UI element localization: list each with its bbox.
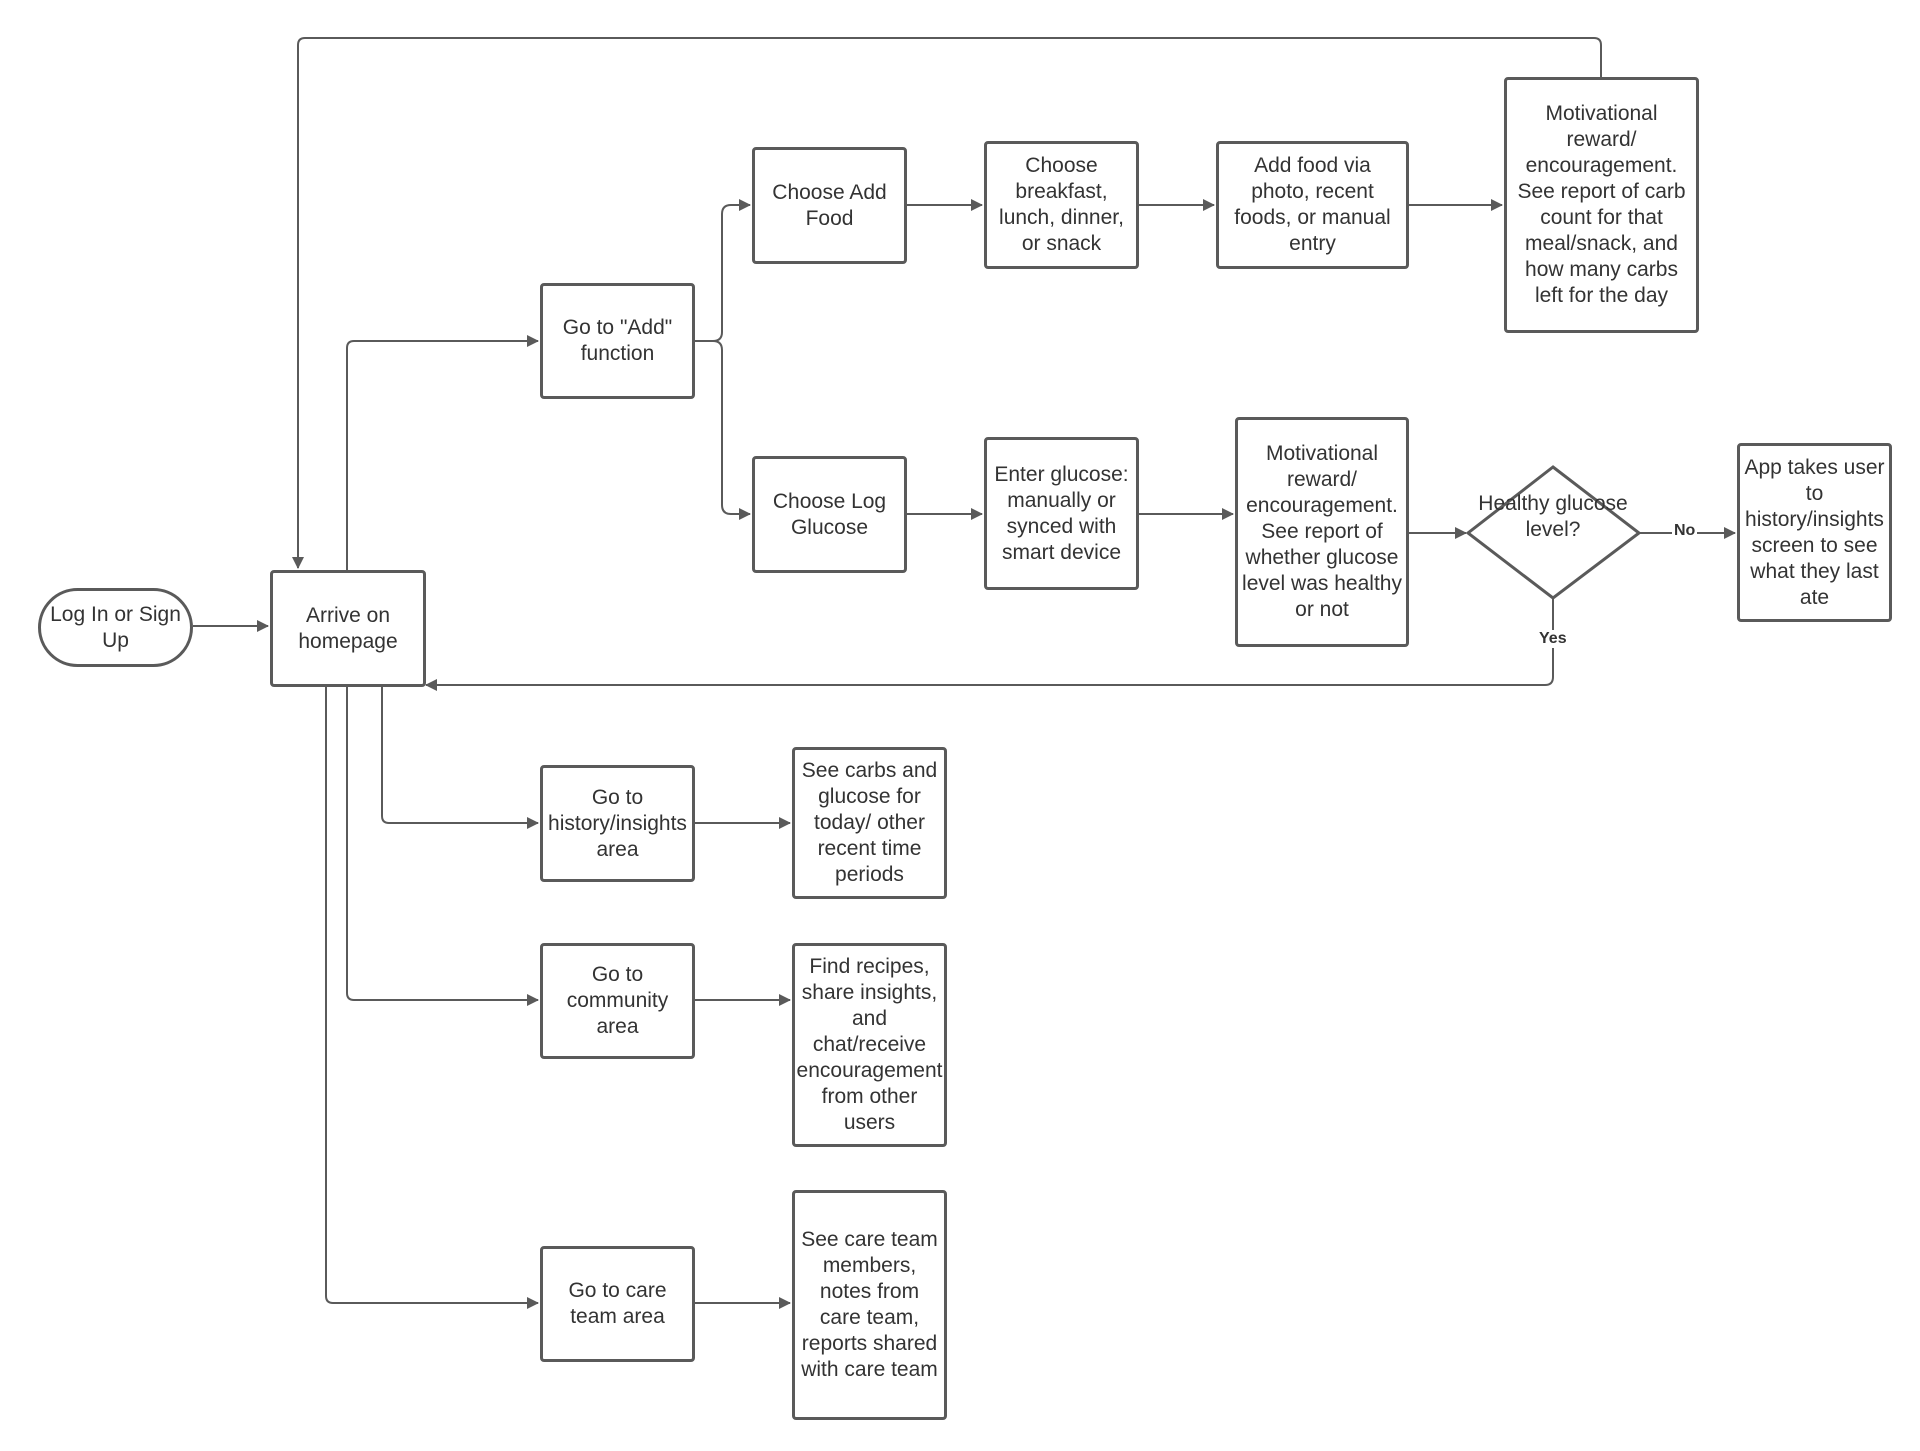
add-function-node: Go to "Add" function <box>540 283 695 399</box>
see-care-team-node: See care team members, notes from care t… <box>792 1190 947 1420</box>
homepage-node: Arrive on homepage <box>270 570 426 687</box>
edge-add-function-to-add-food <box>695 199 751 342</box>
log-glucose-node: Choose Log Glucose <box>752 456 907 573</box>
enter-glucose-node: Enter glucose: manually or synced with s… <box>984 437 1139 590</box>
edge-homepage-to-community <box>346 687 539 1006</box>
edge-reward-food-to-homepage <box>292 37 1602 569</box>
login-node: Log In or Sign Up <box>38 588 193 667</box>
add-food-node: Choose Add Food <box>752 147 907 264</box>
edge-homepage-to-add-function <box>346 335 539 570</box>
decision-diamond-shape <box>1465 465 1642 600</box>
no-edge-label: No <box>1672 522 1698 540</box>
care-team-area-node: Go to care team area <box>540 1246 695 1362</box>
choose-meal-node: Choose breakfast, lunch, dinner, or snac… <box>984 141 1139 269</box>
edge-homepage-to-care-team <box>325 687 539 1309</box>
edge-homepage-to-history <box>381 687 539 829</box>
community-area-node: Go to community area <box>540 943 695 1059</box>
yes-edge-label: Yes <box>1537 630 1569 648</box>
edge-decision-yes <box>425 598 1554 691</box>
find-recipes-node: Find recipes, share insights, and chat/r… <box>792 943 947 1147</box>
see-carbs-node: See carbs and glucose for today/ other r… <box>792 747 947 899</box>
reward-food-node: Motivational reward/ encouragement. See … <box>1504 77 1699 333</box>
healthy-decision-label: Healthy glucose level? <box>1478 492 1628 541</box>
app-takes-node: App takes user to history/insights scree… <box>1737 443 1892 622</box>
edge-add-function-to-log-glucose <box>712 340 751 520</box>
reward-glucose-node: Motivational reward/ encouragement. See … <box>1235 417 1409 647</box>
add-food-via-node: Add food via photo, recent foods, or man… <box>1216 141 1409 269</box>
history-area-node: Go to history/insights area <box>540 765 695 882</box>
